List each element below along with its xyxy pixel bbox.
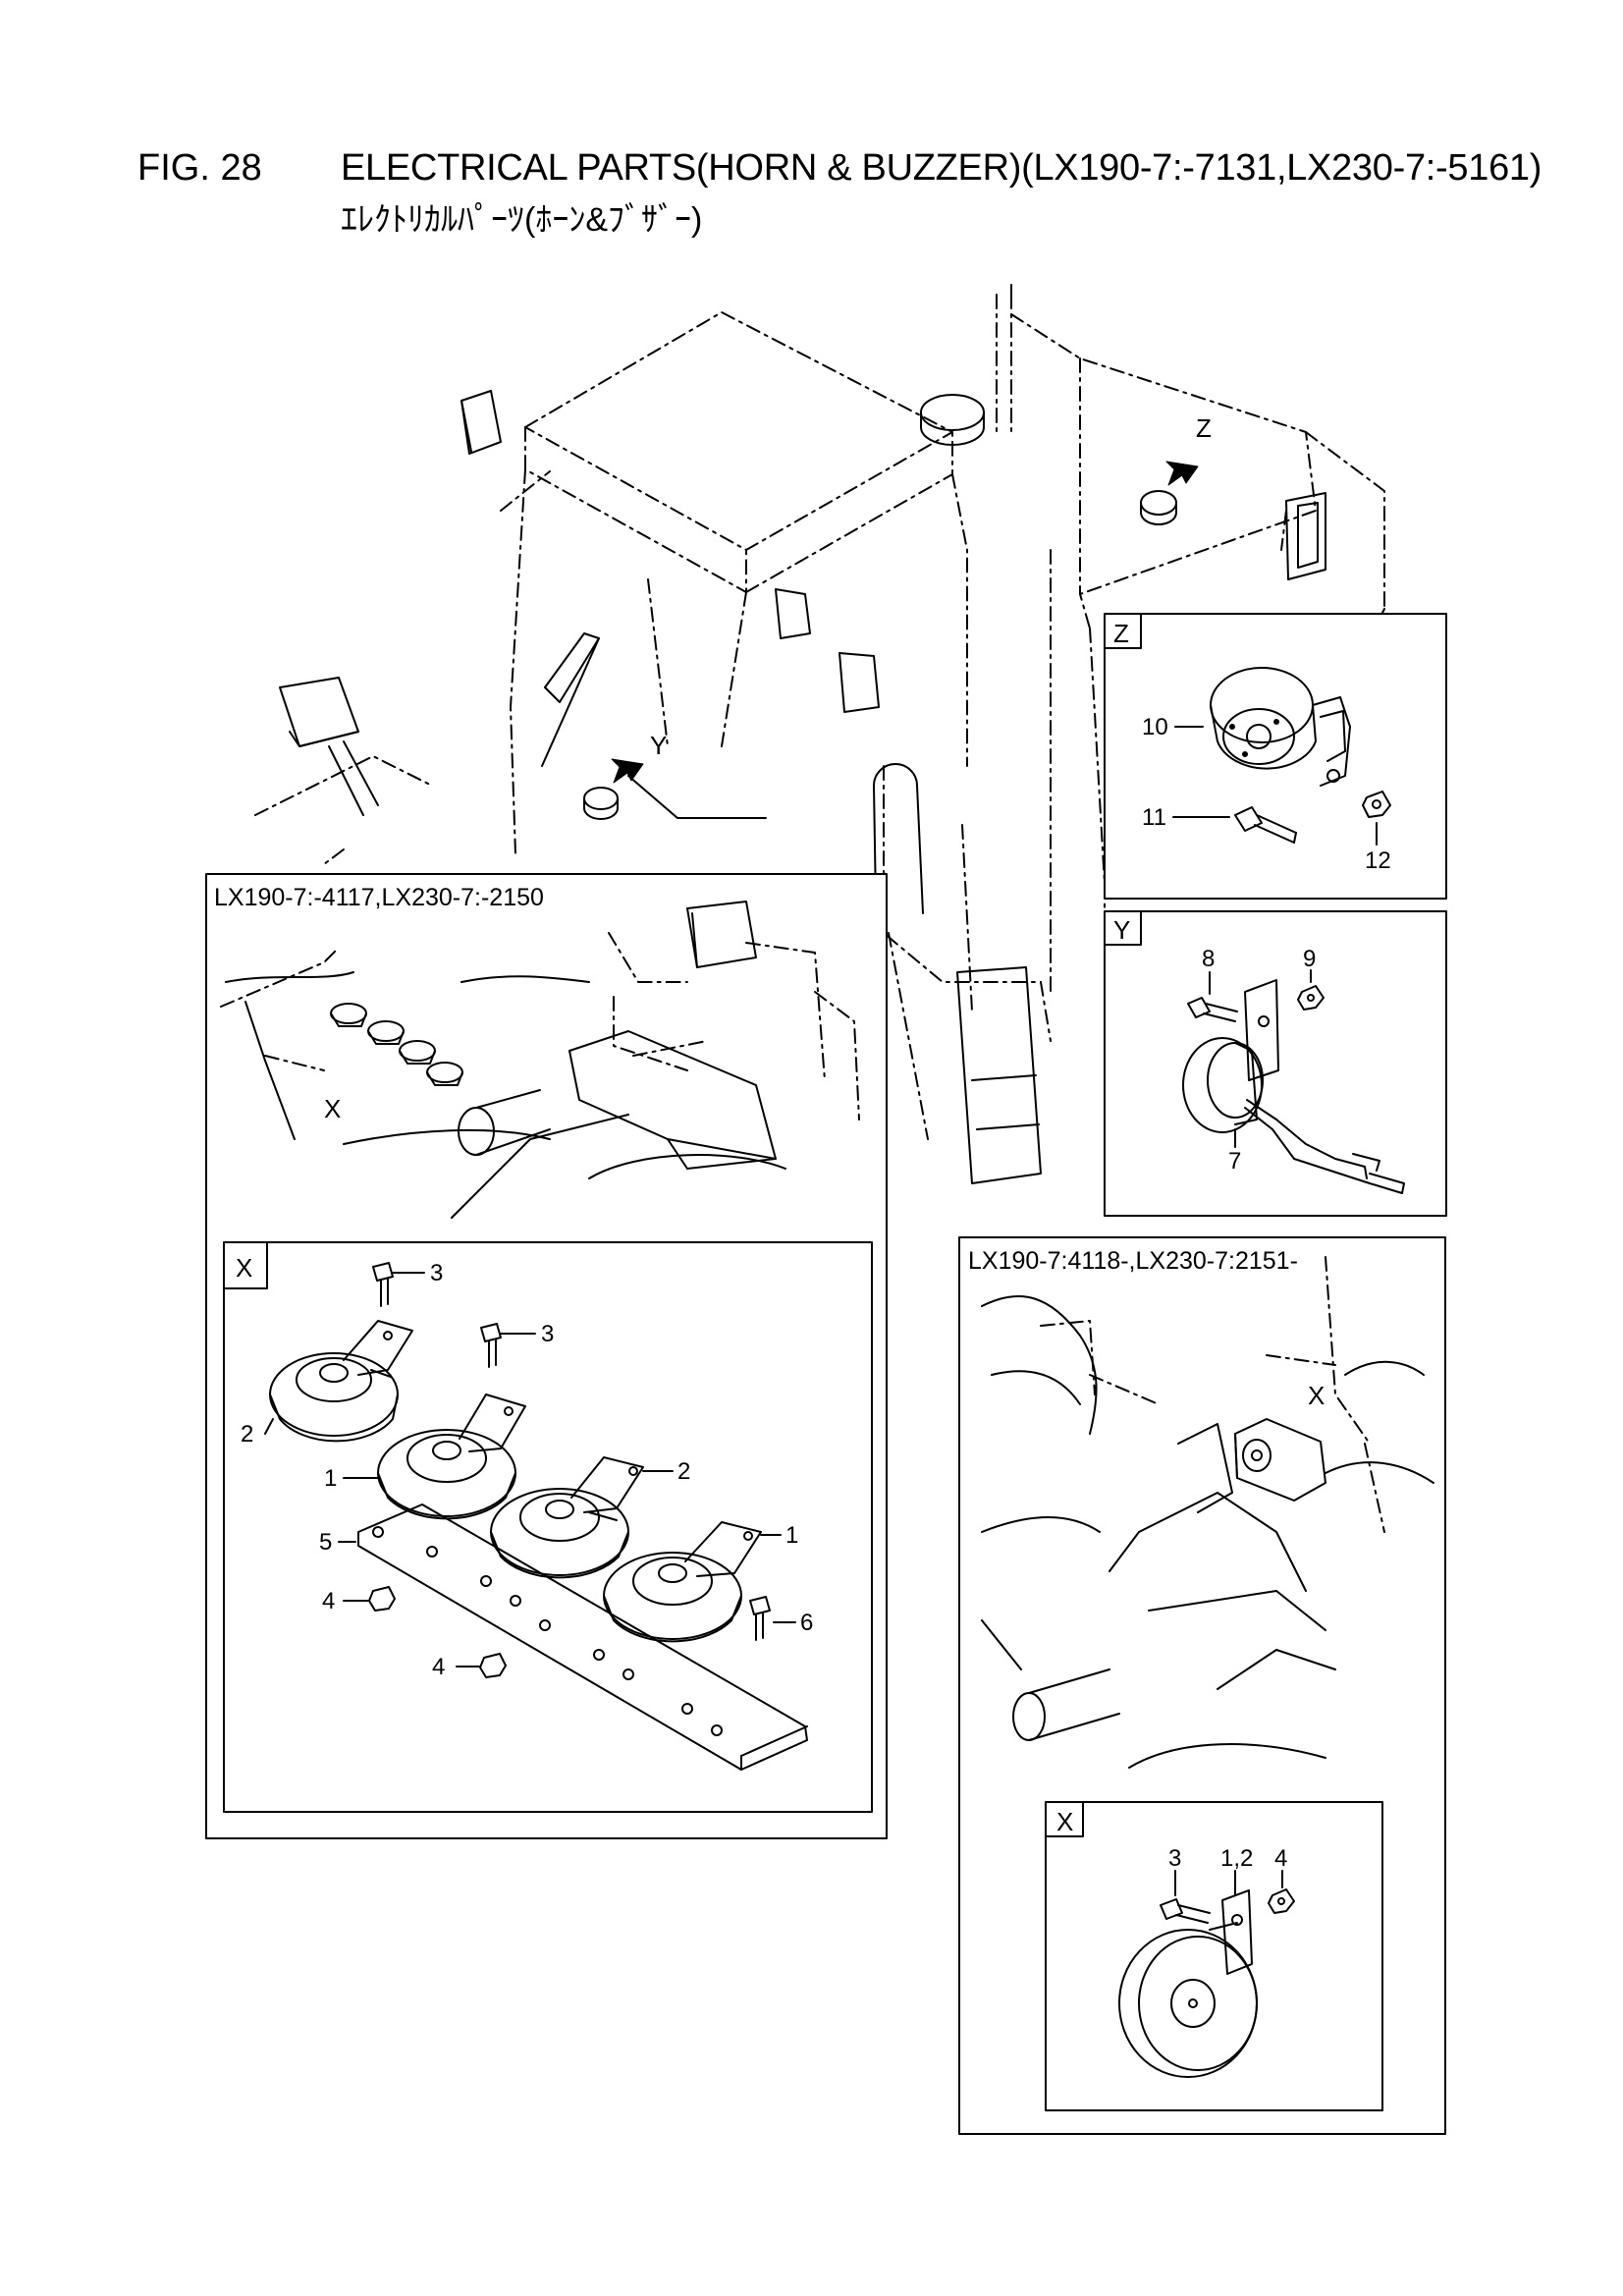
right-panel-caption: LX190-7:4118-,LX230-7:2151-	[968, 1247, 1298, 1275]
view-arrow-z-label: Z	[1196, 413, 1212, 443]
detail-z-tag: Z	[1113, 619, 1129, 648]
machine-features	[279, 390, 1326, 1184]
right-detail-x-tag: X	[1056, 1807, 1073, 1836]
detail-y-box	[1104, 910, 1447, 1217]
diagram-labels: Z Y X X Z 10 11 12 Y 8 9 7 LX190-7:-4117…	[214, 413, 1391, 1872]
callout-2-left: 2	[241, 1421, 253, 1448]
callout-5: 5	[319, 1529, 332, 1556]
callout-1-2-right-detail: 1,2	[1220, 1845, 1253, 1872]
callout-4-right-detail: 4	[1274, 1845, 1287, 1872]
callout-6: 6	[800, 1610, 813, 1636]
callout-4-bottom: 4	[432, 1654, 445, 1680]
callout-3-top: 3	[430, 1260, 443, 1286]
machine-outline	[254, 294, 1385, 1140]
detail-z-box	[1104, 613, 1447, 900]
detail-y-tag: Y	[1113, 915, 1130, 945]
view-arrow-x-label-left: X	[324, 1094, 341, 1123]
callout-1-left: 1	[324, 1465, 337, 1492]
figure-title-japanese: ｴﾚｸﾄﾘｶﾙﾊﾟｰﾂ(ﾎｰﾝ&ﾌﾞｻﾞｰ)	[341, 201, 703, 239]
left-detail-x-tag: X	[236, 1253, 252, 1283]
callout-2-right: 2	[677, 1458, 690, 1485]
figure-number: FIG. 28	[137, 147, 262, 189]
callout-1-right: 1	[785, 1522, 798, 1549]
left-panel-caption: LX190-7:-4117,LX230-7:-2150	[214, 884, 544, 911]
view-arrow-x-label-right: X	[1308, 1381, 1325, 1410]
callout-12: 12	[1365, 847, 1391, 874]
callout-11: 11	[1142, 804, 1166, 831]
callout-10: 10	[1142, 714, 1168, 740]
callout-8: 8	[1202, 946, 1215, 972]
left-panel	[205, 873, 888, 1839]
callout-3-right-detail: 3	[1168, 1845, 1181, 1872]
callout-3-second: 3	[541, 1321, 554, 1347]
view-arrow-y-label: Y	[650, 731, 667, 760]
right-panel	[958, 1236, 1446, 2135]
callout-9: 9	[1303, 946, 1316, 972]
figure-title: ELECTRICAL PARTS(HORN & BUZZER)(LX190-7:…	[341, 147, 1542, 189]
callout-4-left: 4	[322, 1588, 335, 1614]
callout-7: 7	[1228, 1148, 1241, 1175]
